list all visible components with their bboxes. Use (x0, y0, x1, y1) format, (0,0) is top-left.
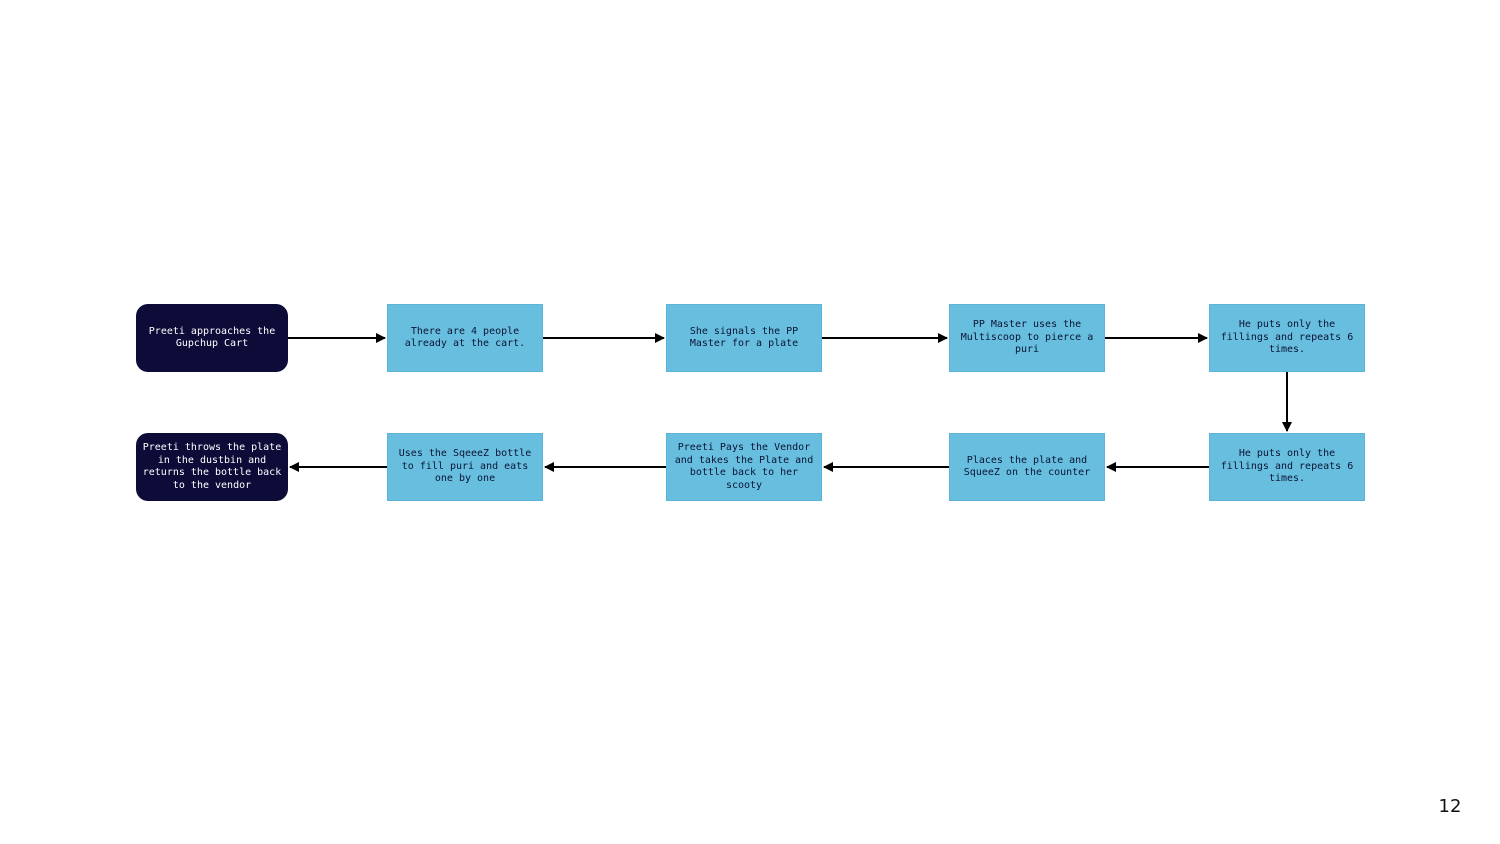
process-node-8: Preeti Pays the Vendor and takes the Pla… (666, 433, 822, 501)
process-node-2-label: There are 4 people already at the cart. (404, 325, 526, 350)
end-node-label: Preeti throws the plate in the dustbin a… (142, 442, 282, 491)
start-node-label: Preeti approaches the Gupchup Cart (148, 325, 276, 350)
process-node-5-label: He puts only the fillings and repeats 6 … (1220, 319, 1354, 356)
process-node-2: There are 4 people already at the cart. (387, 304, 543, 372)
process-node-4-label: PP Master uses the Multiscoop to pierce … (960, 319, 1094, 356)
process-node-3: She signals the PP Master for a plate (666, 304, 822, 372)
process-node-6: He puts only the fillings and repeats 6 … (1209, 433, 1365, 501)
process-node-3-label: She signals the PP Master for a plate (689, 325, 799, 350)
end-node: Preeti throws the plate in the dustbin a… (136, 433, 288, 501)
process-node-8-label: Preeti Pays the Vendor and takes the Pla… (674, 442, 814, 491)
process-node-6-label: He puts only the fillings and repeats 6 … (1220, 448, 1354, 485)
process-node-9: Uses the SqeeeZ bottle to fill puri and … (387, 433, 543, 501)
process-node-4: PP Master uses the Multiscoop to pierce … (949, 304, 1105, 372)
process-node-9-label: Uses the SqeeeZ bottle to fill puri and … (398, 448, 532, 485)
page-number: 12 (1438, 796, 1462, 817)
process-node-7: Places the plate and SqueeZ on the count… (949, 433, 1105, 501)
process-node-5: He puts only the fillings and repeats 6 … (1209, 304, 1365, 372)
process-node-7-label: Places the plate and SqueeZ on the count… (963, 454, 1091, 479)
start-node: Preeti approaches the Gupchup Cart (136, 304, 288, 372)
